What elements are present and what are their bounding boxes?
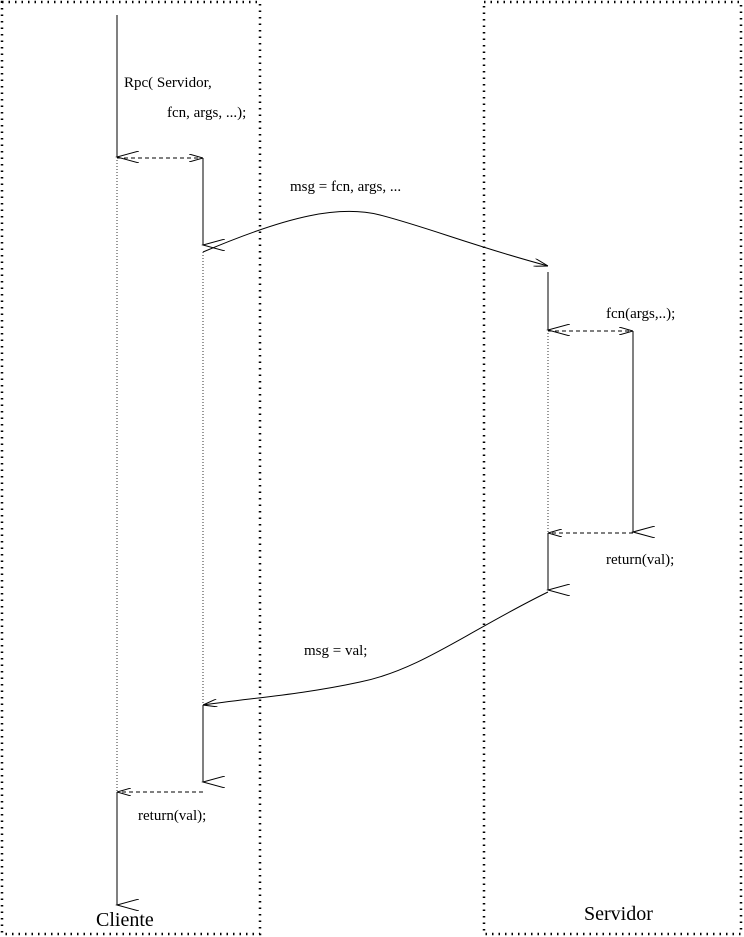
request-message-arrow bbox=[202, 210, 548, 266]
rpc-call-label-line1: Rpc( Servidor, bbox=[124, 75, 212, 91]
reply-message-arrow bbox=[203, 591, 549, 705]
server-call-label: fcn(args,..); bbox=[606, 306, 675, 322]
request-message-label: msg = fcn, args, ... bbox=[290, 179, 401, 195]
client-return-label: return(val); bbox=[138, 808, 206, 824]
reply-message-label: msg = val; bbox=[304, 643, 367, 659]
server-label: Servidor bbox=[584, 903, 653, 925]
server-boundary bbox=[482, 0, 743, 936]
rpc-call-label-line2: fcn, args, ...); bbox=[167, 105, 246, 121]
client-boundary bbox=[0, 0, 262, 936]
server-return-label: return(val); bbox=[606, 552, 674, 568]
client-label: Cliente bbox=[96, 909, 154, 931]
